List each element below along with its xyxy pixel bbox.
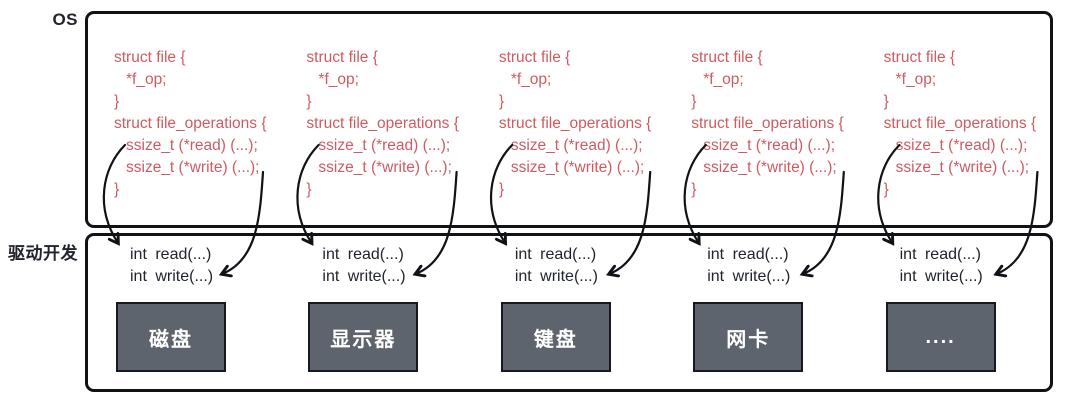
- code-line: *f_op;: [703, 71, 744, 88]
- code-line: ssize_t (*read) (...);: [126, 137, 258, 154]
- code-line: ssize_t (*write) (...);: [703, 159, 837, 176]
- code-line: struct file {: [691, 49, 763, 66]
- code-line: ssize_t (*write) (...);: [510, 159, 645, 176]
- os-code-row: struct file { *f_op;} struct file_operatio…: [88, 14, 1050, 225]
- code-line: struct file {: [114, 49, 186, 66]
- struct-code-block: struct file { *f_op;} struct file_operatio…: [88, 14, 280, 225]
- code-line: }: [691, 93, 697, 110]
- code-line: }: [883, 181, 889, 198]
- code-line: }: [498, 93, 504, 110]
- driver-column: int read(...) int write(...) 网卡: [665, 236, 857, 389]
- device-box: 磁盘: [116, 302, 226, 372]
- driver-function: int read(...): [130, 246, 212, 263]
- driver-function: int write(...): [707, 268, 791, 285]
- code-line: struct file {: [498, 49, 571, 66]
- driver-function: int read(...): [899, 246, 981, 263]
- driver-column: int read(...) int write(...) 磁盘: [88, 236, 280, 389]
- driver-function: int write(...): [130, 268, 214, 285]
- struct-code-block: struct file { *f_op;} struct file_operatio…: [665, 14, 857, 225]
- code-line: ssize_t (*read) (...);: [510, 137, 643, 154]
- code-line: struct file {: [306, 49, 378, 66]
- code-line: }: [114, 93, 120, 110]
- code-line: ssize_t (*write) (...);: [895, 159, 1030, 176]
- code-line: ssize_t (*read) (...);: [703, 137, 835, 154]
- driver-function: int read(...): [322, 246, 404, 263]
- code-line: *f_op;: [318, 71, 359, 88]
- driver-column: int read(...) int write(...) 显示器: [280, 236, 472, 389]
- code-line: }: [691, 181, 697, 198]
- code-line: ssize_t (*write) (...);: [126, 159, 260, 176]
- code-line: }: [883, 93, 889, 110]
- driver-function: int read(...): [514, 246, 597, 263]
- struct-code-block: struct file { *f_op;} struct file_operatio…: [858, 14, 1050, 225]
- code-line: struct file_operations {: [306, 115, 459, 132]
- code-line: ssize_t (*read) (...);: [318, 137, 451, 154]
- struct-code-block: struct file { *f_op;} struct file_operatio…: [473, 14, 665, 225]
- os-label: OS: [52, 10, 78, 29]
- code-line: struct file_operations {: [498, 115, 652, 132]
- code-line: struct file_operations {: [883, 115, 1037, 132]
- driver-function: int read(...): [707, 246, 789, 263]
- code-line: *f_op;: [510, 71, 552, 88]
- driver-function: int write(...): [899, 268, 983, 285]
- driver-function: int write(...): [322, 268, 406, 285]
- code-line: }: [306, 181, 312, 198]
- code-line: }: [306, 93, 312, 110]
- code-line: *f_op;: [895, 71, 937, 88]
- device-box: ....: [885, 302, 996, 372]
- device-box: 网卡: [693, 302, 804, 372]
- code-line: struct file {: [883, 49, 956, 66]
- code-line: ssize_t (*write) (...);: [318, 159, 452, 176]
- driver-column: int read(...) int write(...) 键盘: [473, 236, 665, 389]
- device-box: 键盘: [500, 302, 611, 372]
- code-line: ssize_t (*read) (...);: [895, 137, 1028, 154]
- code-line: struct file_operations {: [691, 115, 844, 132]
- struct-code-block: struct file { *f_op;} struct file_operatio…: [280, 14, 472, 225]
- code-line: }: [498, 181, 504, 198]
- device-box: 显示器: [308, 302, 419, 372]
- driver-column: int read(...) int write(...)....: [858, 236, 1050, 389]
- code-line: }: [114, 181, 120, 198]
- code-line: struct file_operations {: [114, 115, 267, 132]
- code-line: *f_op;: [126, 71, 167, 88]
- driver-function: int write(...): [514, 268, 598, 285]
- os-box: struct file { *f_op;} struct file_operatio…: [85, 11, 1053, 228]
- driver-dev-label: 驱动开发: [8, 244, 78, 263]
